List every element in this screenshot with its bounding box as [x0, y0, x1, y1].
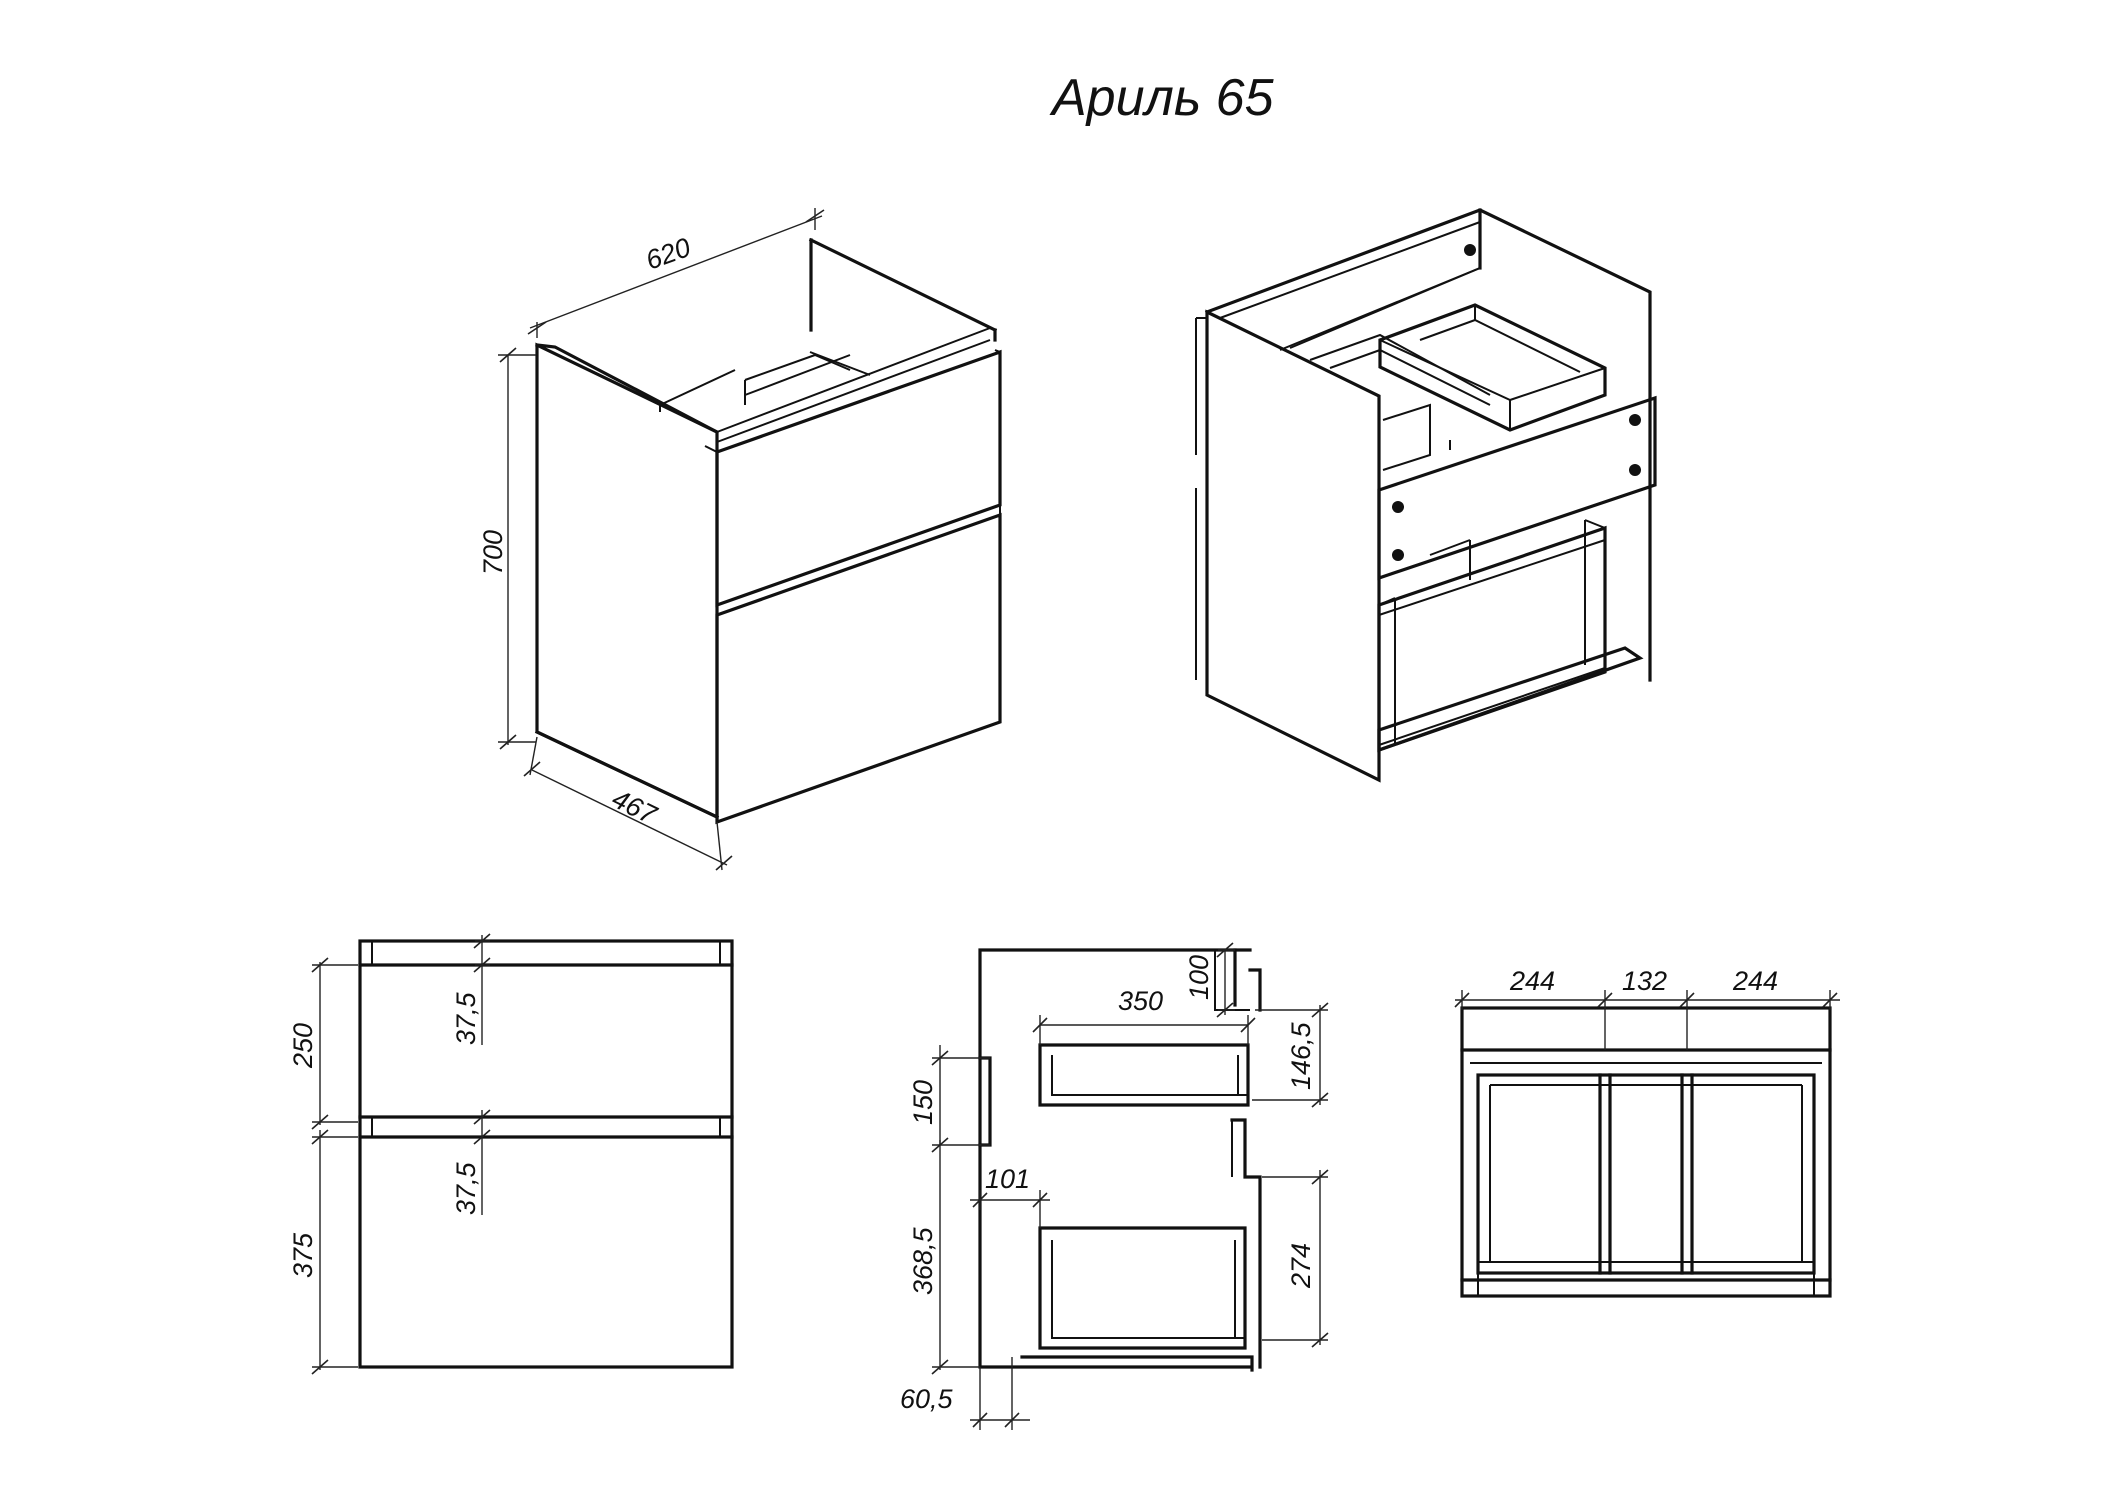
side-section-dimensions: 100 350 146,5 150 101 368,5: [900, 942, 1329, 1430]
iso-open-view: [1195, 208, 1657, 783]
handle-height-label: 150: [908, 1080, 938, 1125]
top-plan-view: [1460, 1006, 1832, 1298]
middle-width-label: 132: [1622, 966, 1667, 996]
front-elevation-dimensions: 250 375 37,5 37,5: [288, 933, 491, 1375]
lower-height-label: 368,5: [908, 1226, 938, 1295]
right-width-label: 244: [1732, 966, 1778, 996]
front-offset-label: 101: [985, 1164, 1030, 1194]
drawing-title: Ариль 65: [1049, 69, 1275, 127]
bottom-offset-label: 60,5: [900, 1384, 954, 1414]
upper-drawer-height-label: 146,5: [1286, 1021, 1316, 1090]
width-620-label: 620: [642, 232, 695, 276]
drawer-depth-label: 350: [1118, 986, 1163, 1016]
top-gap-label: 37,5: [451, 991, 481, 1045]
bottom-drawer-height-label: 375: [288, 1232, 318, 1278]
iso-front-dimensions: 620 700 467: [478, 208, 825, 871]
left-width-label: 244: [1509, 966, 1555, 996]
top-drawer-height-label: 250: [288, 1023, 318, 1069]
height-700-label: 700: [478, 530, 508, 575]
iso-front-view: [534, 237, 1002, 825]
middle-gap-label: 37,5: [451, 1161, 481, 1215]
top-offset-label: 100: [1184, 955, 1214, 1000]
front-elevation-view: [358, 939, 734, 1369]
top-plan-dimensions: 244 132 244: [1454, 966, 1840, 1050]
lower-drawer-height-label: 274: [1286, 1243, 1316, 1289]
depth-467-label: 467: [607, 783, 662, 830]
